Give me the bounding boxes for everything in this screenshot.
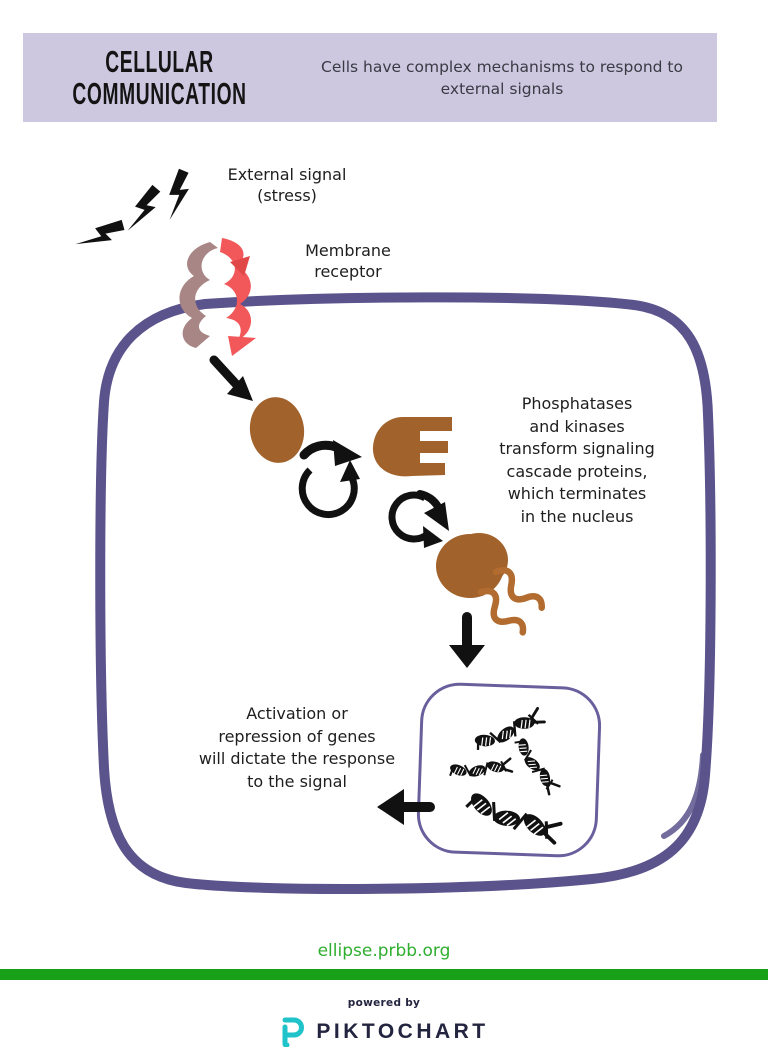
- circular-arrow-icon: [388, 490, 449, 548]
- powered-by-label: powered by: [347, 997, 421, 1009]
- protein-oval-icon: [249, 397, 305, 463]
- membrane-receptor-label: Membrane receptor: [305, 241, 391, 281]
- page-subtitle: Cells have complex mechanisms to respond…: [321, 57, 683, 98]
- title-line-2: COMMUNICATION: [72, 75, 248, 111]
- squiggle-tails-icon: [477, 567, 545, 636]
- arrow-left-icon: [377, 789, 435, 825]
- website-link: ellipse.prbb.org: [317, 941, 451, 961]
- external-signal-label: External signal (stress): [227, 165, 347, 205]
- membrane-receptor-icon: [179, 238, 256, 356]
- nucleus-icon: [416, 682, 602, 858]
- header-banner: CELLULAR COMMUNICATION Cells have comple…: [23, 33, 717, 122]
- brand-logo: PIKTOCHART: [0, 1014, 768, 1050]
- brand-name: PIKTOCHART: [316, 1020, 489, 1043]
- cascade-description-label: Phosphatases and kinases transform signa…: [499, 394, 655, 526]
- arrow-down-icon: [449, 612, 485, 668]
- circular-arrow-icon: [298, 440, 362, 518]
- piktochart-icon: [282, 1017, 305, 1047]
- arrow-down-right-icon: [209, 355, 253, 401]
- lightning-bolts-icon: [73, 168, 191, 258]
- page-title: CELLULAR COMMUNICATION: [25, 33, 295, 122]
- genes-description-label: Activation or repression of genes will d…: [198, 704, 396, 791]
- cell-membrane-icon: [95, 292, 716, 894]
- green-divider-bar: [0, 969, 768, 980]
- title-line-1: CELLULAR: [105, 43, 215, 79]
- protein-blob-icon: [436, 533, 545, 636]
- protein-comb-icon: [372, 416, 452, 477]
